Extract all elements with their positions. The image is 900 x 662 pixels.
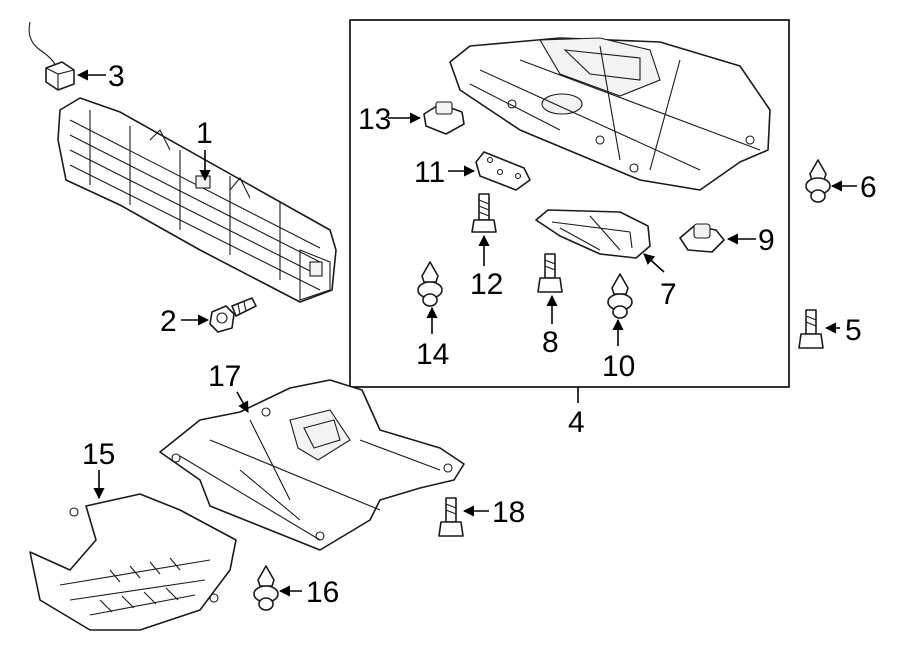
callout-4: 4 xyxy=(568,406,585,439)
part-9-clip-nut xyxy=(679,223,725,253)
callout-14: 14 xyxy=(416,338,449,371)
callout-2: 2 xyxy=(160,305,177,338)
part-2-bolt xyxy=(209,297,257,333)
part-6-push-clip xyxy=(805,159,831,203)
part-10-push-clip xyxy=(607,273,633,319)
assembly-group-frame xyxy=(349,19,790,388)
undercover-panel-upper xyxy=(449,37,771,191)
part-12-bolt xyxy=(471,193,497,233)
callout-3: 3 xyxy=(108,60,125,93)
callout-1: 1 xyxy=(196,117,213,150)
part-15-shield xyxy=(29,493,237,631)
part-8-bolt xyxy=(537,253,563,293)
callout-11: 11 xyxy=(414,156,445,189)
callout-17: 17 xyxy=(208,360,241,393)
part-14-push-clip xyxy=(417,261,443,307)
part-16-push-clip xyxy=(253,565,279,611)
callout-5: 5 xyxy=(845,314,862,347)
callout-8: 8 xyxy=(542,326,559,359)
callout-10: 10 xyxy=(602,350,635,383)
part-5-bolt xyxy=(798,309,824,349)
part-3-sensor xyxy=(28,21,75,91)
part-7-bracket xyxy=(535,209,651,259)
part-13-clip-nut xyxy=(423,101,465,135)
part-17-undercover xyxy=(159,379,465,551)
callout-13: 13 xyxy=(358,103,391,136)
callout-7: 7 xyxy=(660,278,677,311)
callout-9: 9 xyxy=(758,224,775,257)
part-11-bracket xyxy=(475,151,531,191)
part-1-shutter-assembly xyxy=(57,97,337,303)
leader-7 xyxy=(643,253,665,273)
callout-6: 6 xyxy=(860,171,877,204)
callout-18: 18 xyxy=(492,496,525,529)
callout-16: 16 xyxy=(306,576,339,609)
callout-15: 15 xyxy=(82,438,115,471)
callout-12: 12 xyxy=(470,268,503,301)
part-18-bolt xyxy=(438,497,464,537)
leader-17 xyxy=(236,391,249,413)
